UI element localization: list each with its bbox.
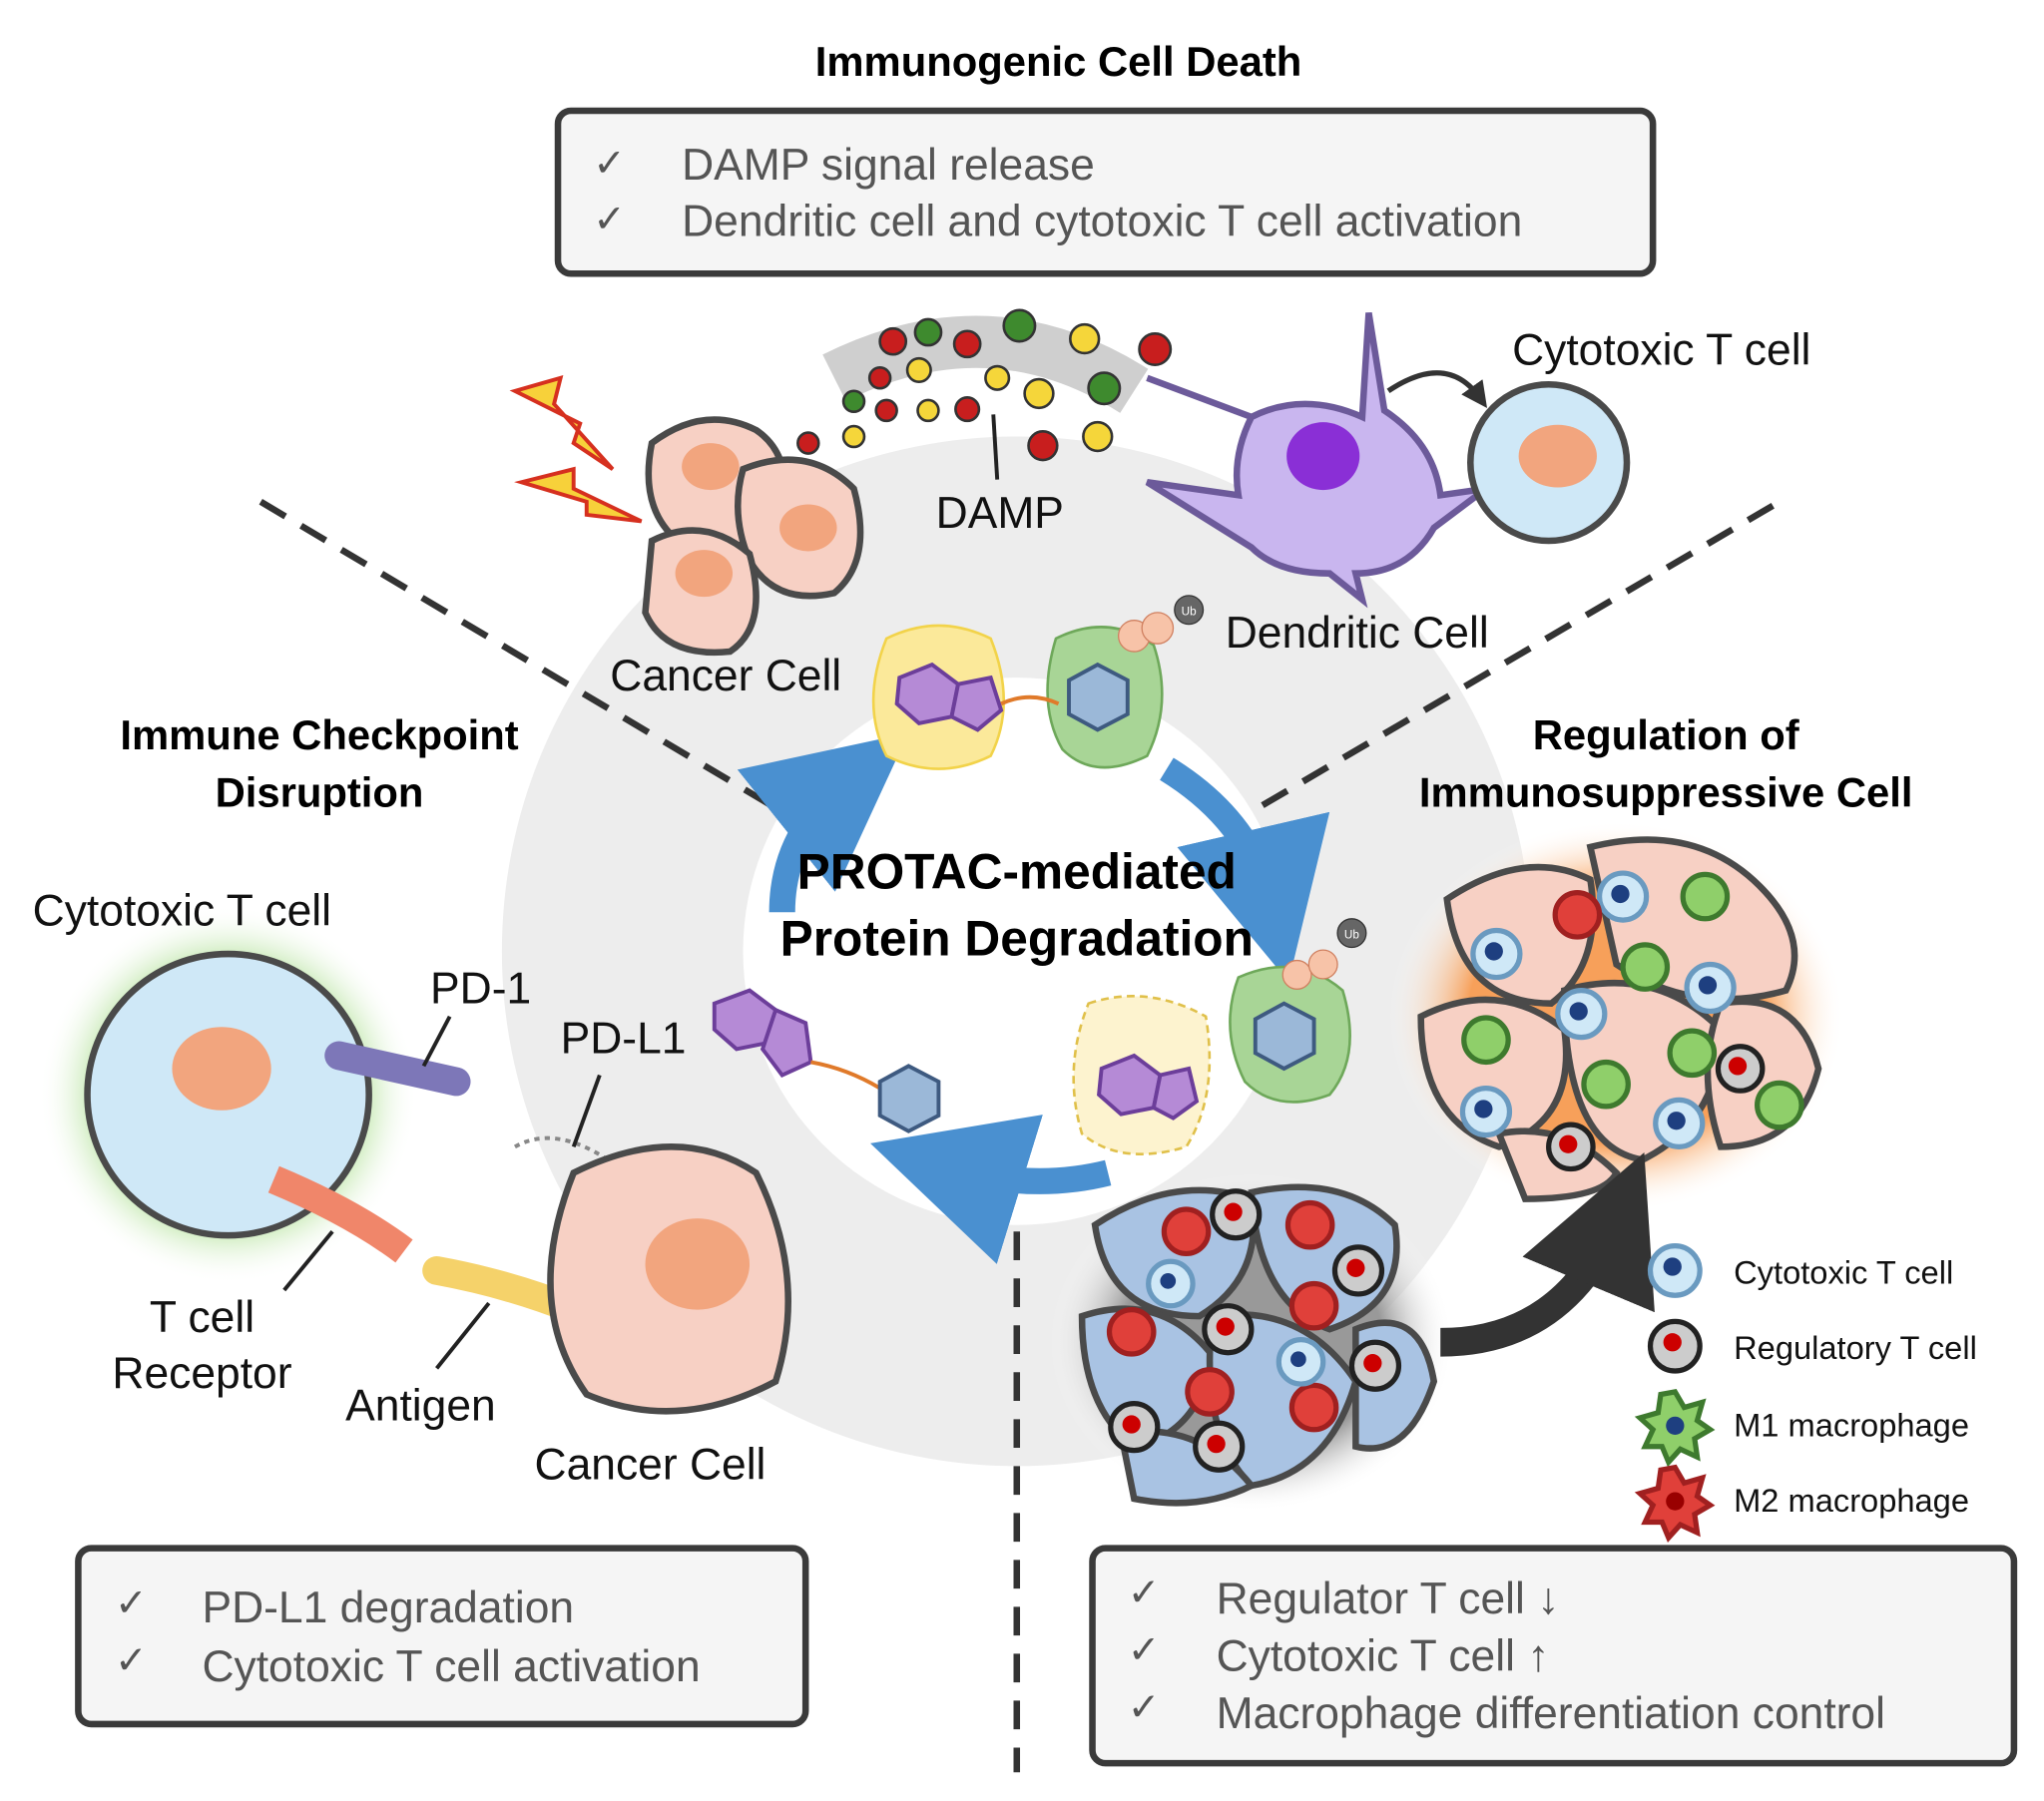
label-damp: DAMP (936, 489, 1064, 538)
legend-label: Regulatory T cell (1734, 1329, 1977, 1366)
damp-pointer (991, 414, 1000, 480)
degraded-pdl1 (513, 1135, 628, 1175)
nuclei (675, 443, 837, 598)
check-icon: ✓ (115, 1582, 148, 1625)
immunosuppressive-check-3: Macrophage differentiation control (1217, 1689, 1885, 1738)
nucleus (1518, 424, 1597, 488)
protac-degraded-complex: Ub (1072, 918, 1367, 1155)
dendritic-cell (1145, 311, 1488, 609)
immunosuppressive-check-2: Cytotoxic T cell ↑ (1217, 1631, 1550, 1680)
check-icon: ✓ (1128, 1686, 1161, 1729)
center-title-1: PROTAC-mediated (797, 844, 1237, 900)
label-tcr-2: Receptor (112, 1349, 291, 1398)
checkpoint-check-1: PD-L1 degradation (202, 1583, 574, 1632)
legend-item-m1-macrophage: M1 macrophage (1634, 1388, 1969, 1468)
section-title-checkpoint-1: Immune Checkpoint (120, 711, 518, 758)
label-antigen: Antigen (345, 1382, 496, 1431)
check-icon: ✓ (593, 142, 626, 185)
nucleus (645, 1218, 751, 1310)
label-cytotoxic-t-cell-top: Cytotoxic T cell (1512, 326, 1810, 375)
section-title-immunosuppressive-1: Regulation of (1533, 711, 1799, 758)
immunosuppressive-check-1: Regulator T cell ↓ (1217, 1575, 1560, 1623)
legend-item-regulatory-t-cell: Regulatory T cell (1647, 1318, 1977, 1374)
check-icon: ✓ (1128, 1629, 1161, 1672)
icd-check-1: DAMP signal release (682, 141, 1095, 190)
lightning-icon (509, 374, 643, 524)
damp-particles (796, 308, 1173, 462)
legend-item-cytotoxic-t-cell: Cytotoxic T cell (1647, 1242, 1953, 1298)
ub-label: Ub (1182, 605, 1197, 618)
nucleus (172, 1027, 271, 1111)
label-cancer-cell-top: Cancer Cell (610, 652, 841, 700)
label-dendritic-cell: Dendritic Cell (1226, 609, 1489, 658)
section-title-immunosuppressive-2: Immunosuppressive Cell (1419, 768, 1913, 815)
activation-arrow (1386, 370, 1488, 408)
section-title-icd: Immunogenic Cell Death (815, 38, 1302, 85)
ub-label: Ub (1344, 928, 1359, 941)
checkpoint-check-2: Cytotoxic T cell activation (202, 1642, 700, 1691)
protac-free (712, 988, 941, 1133)
label-pd1: PD-1 (430, 965, 531, 1014)
icd-check-2: Dendritic cell and cytotoxic T cell acti… (682, 197, 1522, 245)
check-icon: ✓ (593, 198, 626, 240)
ubiquitin-icon (1174, 595, 1205, 626)
legend-label: M1 macrophage (1734, 1406, 1969, 1443)
legend: Cytotoxic T cell Regulatory T cell M1 ma… (1634, 1242, 1977, 1543)
legend-label: M2 macrophage (1734, 1482, 1969, 1519)
legend-label: Cytotoxic T cell (1734, 1253, 1953, 1290)
t-cell-receptor (267, 1165, 413, 1263)
section-dividers (258, 499, 1775, 1773)
icd-summary-box (554, 107, 1657, 277)
label-cytotoxic-t-cell-left: Cytotoxic T cell (33, 886, 331, 935)
label-pdl1: PD-L1 (561, 1014, 687, 1063)
immune-cells-before (1106, 1188, 1402, 1473)
label-tcr-1: T cell (150, 1293, 255, 1342)
legend-item-m2-macrophage: M2 macrophage (1634, 1464, 1969, 1543)
immune-cells-after (1459, 870, 1804, 1172)
checkpoint-summary-box (75, 1545, 809, 1728)
immunosuppressive-summary-box (1089, 1545, 2018, 1767)
check-icon: ✓ (115, 1639, 148, 1682)
damp-release-arrow (822, 315, 1149, 414)
protac-ternary-complex-top: Ub (871, 595, 1205, 770)
ubiquitin-icon (1336, 918, 1367, 949)
check-icon: ✓ (1128, 1572, 1161, 1614)
pd1-receptor (324, 1041, 471, 1097)
center-title-2: Protein Degradation (780, 910, 1254, 966)
transition-arrow (1440, 1151, 1655, 1357)
protac-cycle-arrows (737, 732, 1330, 1264)
label-cancer-cell-left: Cancer Cell (535, 1440, 766, 1489)
section-title-checkpoint-2: Disruption (216, 768, 424, 815)
